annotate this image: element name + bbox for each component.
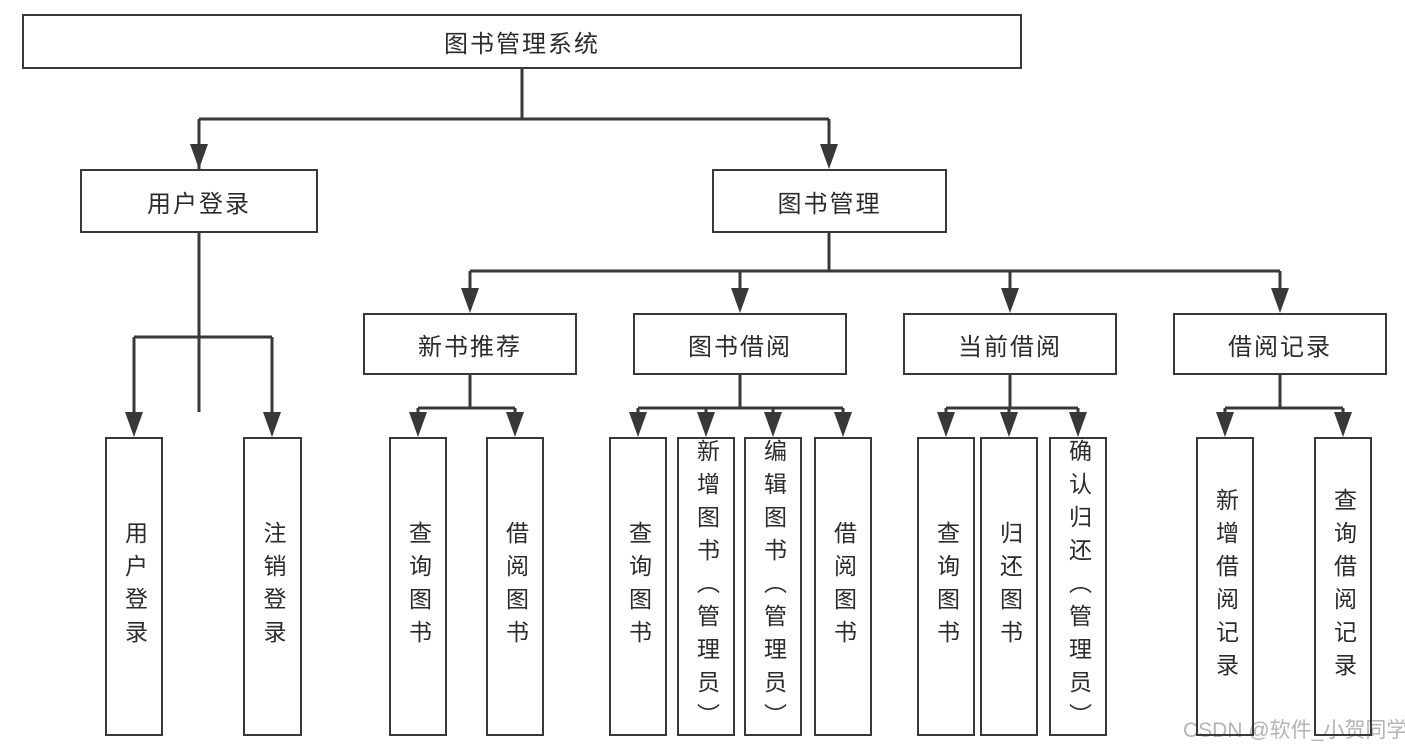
node-user-login-label: 用户登录	[147, 190, 251, 218]
watermark: CSDN @软件_小贺同学	[1183, 719, 1405, 742]
leaf-query-borrow-record: 查询借阅记录	[1314, 437, 1372, 736]
leaf-query-borrow-record-label: 查询借阅记录	[1330, 487, 1357, 686]
node-current-borrow-label: 当前借阅	[958, 333, 1062, 361]
leaf-return-books-label: 归还图书	[996, 520, 1023, 653]
node-root: 图书管理系统	[22, 14, 1022, 69]
leaf-borrow-books-recommend: 借阅图书	[486, 437, 544, 736]
node-borrow-records: 借阅记录	[1173, 313, 1387, 375]
node-book-management-label: 图书管理	[777, 190, 882, 218]
connector-root-to-level2	[190, 69, 838, 412]
node-book-borrow-label: 图书借阅	[688, 333, 792, 361]
leaf-confirm-return-admin-label: 确认归还（管理员）	[1065, 439, 1092, 736]
leaf-query-books-current: 查询图书	[917, 437, 975, 736]
leaf-query-books-current-label: 查询图书	[933, 520, 960, 653]
connector-user-login-to-leaves	[125, 233, 281, 437]
leaf-query-books-borrow: 查询图书	[609, 437, 667, 736]
node-current-borrow: 当前借阅	[903, 313, 1117, 375]
leaf-borrow-books-recommend-label: 借阅图书	[502, 520, 529, 653]
leaf-add-borrow-record: 新增借阅记录	[1196, 437, 1254, 736]
leaf-logout: 注销登录	[243, 437, 302, 736]
leaf-add-books-admin-label: 新增图书（管理员）	[693, 439, 720, 736]
node-user-login: 用户登录	[80, 169, 318, 233]
leaf-query-books-recommend: 查询图书	[389, 437, 447, 736]
node-borrow-records-label: 借阅记录	[1228, 333, 1332, 361]
leaf-edit-books-admin: 编辑图书（管理员）	[744, 437, 802, 736]
leaf-borrow-books-label: 借阅图书	[830, 520, 857, 653]
leaf-borrow-books: 借阅图书	[814, 437, 872, 736]
leaf-add-books-admin: 新增图书（管理员）	[677, 437, 735, 736]
connector-book-borrow-to-leaves	[629, 375, 852, 437]
leaf-user-login-label: 用户登录	[121, 520, 148, 653]
connector-new-book-to-leaves	[409, 375, 524, 437]
leaf-query-books-recommend-label: 查询图书	[405, 520, 432, 653]
node-new-book-recommend-label: 新书推荐	[418, 333, 522, 361]
leaf-edit-books-admin-label: 编辑图书（管理员）	[760, 439, 787, 736]
connector-current-borrow-to-leaves	[937, 375, 1087, 437]
leaf-return-books: 归还图书	[980, 437, 1038, 736]
leaf-add-borrow-record-label: 新增借阅记录	[1212, 487, 1239, 686]
leaf-confirm-return-admin: 确认归还（管理员）	[1049, 437, 1107, 736]
node-root-label: 图书管理系统	[444, 31, 600, 58]
node-book-management: 图书管理	[712, 169, 947, 233]
leaf-user-login: 用户登录	[105, 437, 163, 736]
leaf-query-books-borrow-label: 查询图书	[625, 520, 652, 653]
node-new-book-recommend: 新书推荐	[363, 313, 577, 375]
node-book-borrow: 图书借阅	[633, 313, 847, 375]
connector-book-mgmt-to-level3	[461, 233, 1289, 313]
leaf-logout-label: 注销登录	[260, 520, 286, 653]
connector-borrow-records-to-leaves	[1216, 375, 1352, 437]
